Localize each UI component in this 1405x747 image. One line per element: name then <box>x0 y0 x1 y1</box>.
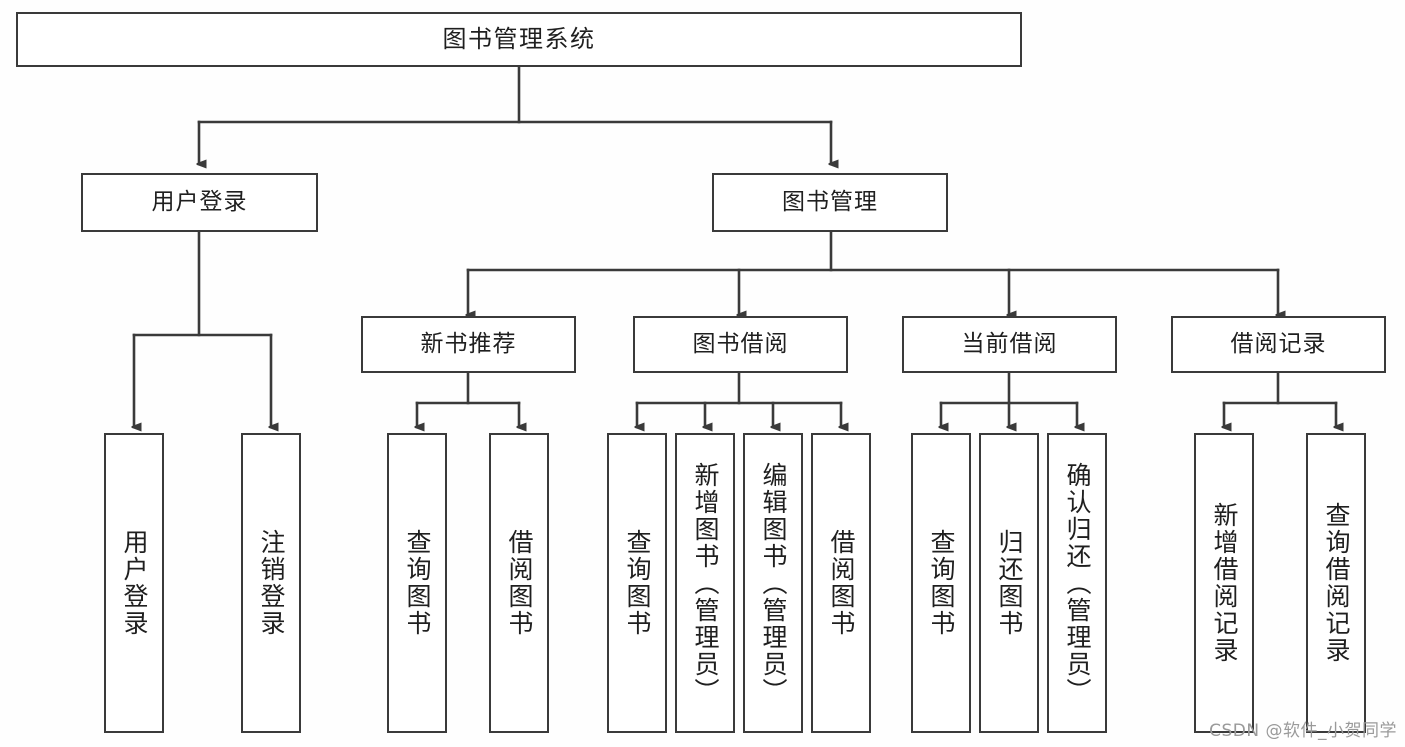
leaf-return-book[interactable]: 归还图书 <box>979 433 1039 733</box>
node-label: 新书推荐 <box>420 330 517 357</box>
node-label: 用户登录 <box>151 188 248 215</box>
node-label: 查询借阅记录 <box>1322 502 1351 664</box>
leaf-add-book-admin[interactable]: 新增图书（管理员） <box>675 433 735 733</box>
node-label: 借阅记录 <box>1230 330 1327 357</box>
node-label: 图书借阅 <box>692 330 789 357</box>
node-label: 用户登录 <box>120 529 149 637</box>
node-label: 查询图书 <box>623 529 652 637</box>
node-label: 编辑图书（管理员） <box>759 461 788 705</box>
node-label: 当前借阅 <box>961 330 1058 357</box>
node-new-book-recommendation[interactable]: 新书推荐 <box>361 316 576 373</box>
node-label: 借阅图书 <box>505 529 534 637</box>
node-label: 借阅图书 <box>827 529 856 637</box>
leaf-borrow-book[interactable]: 借阅图书 <box>811 433 871 733</box>
node-label: 注销登录 <box>257 529 286 637</box>
node-label: 归还图书 <box>995 529 1024 637</box>
node-label: 确认归还（管理员） <box>1063 461 1092 705</box>
node-label: 新增图书（管理员） <box>691 461 720 705</box>
leaf-user-login[interactable]: 用户登录 <box>104 433 164 733</box>
node-label: 查询图书 <box>403 529 432 637</box>
leaf-confirm-return-admin[interactable]: 确认归还（管理员） <box>1047 433 1107 733</box>
leaf-query-book-recommend[interactable]: 查询图书 <box>387 433 447 733</box>
node-current-borrowing[interactable]: 当前借阅 <box>902 316 1117 373</box>
leaf-edit-book-admin[interactable]: 编辑图书（管理员） <box>743 433 803 733</box>
leaf-query-book-borrow[interactable]: 查询图书 <box>607 433 667 733</box>
node-book-borrowing[interactable]: 图书借阅 <box>633 316 848 373</box>
node-user-login[interactable]: 用户登录 <box>81 173 318 232</box>
leaf-borrow-book-recommend[interactable]: 借阅图书 <box>489 433 549 733</box>
leaf-logout[interactable]: 注销登录 <box>241 433 301 733</box>
node-book-management[interactable]: 图书管理 <box>712 173 948 232</box>
node-label: 查询图书 <box>927 529 956 637</box>
node-root-book-management-system[interactable]: 图书管理系统 <box>16 12 1022 67</box>
node-label: 图书管理 <box>782 188 878 215</box>
leaf-query-book-current[interactable]: 查询图书 <box>911 433 971 733</box>
node-label: 图书管理系统 <box>442 25 596 54</box>
leaf-query-borrow-record[interactable]: 查询借阅记录 <box>1306 433 1366 733</box>
leaf-add-borrow-record[interactable]: 新增借阅记录 <box>1194 433 1254 733</box>
node-borrowing-records[interactable]: 借阅记录 <box>1171 316 1386 373</box>
node-label: 新增借阅记录 <box>1210 502 1239 664</box>
